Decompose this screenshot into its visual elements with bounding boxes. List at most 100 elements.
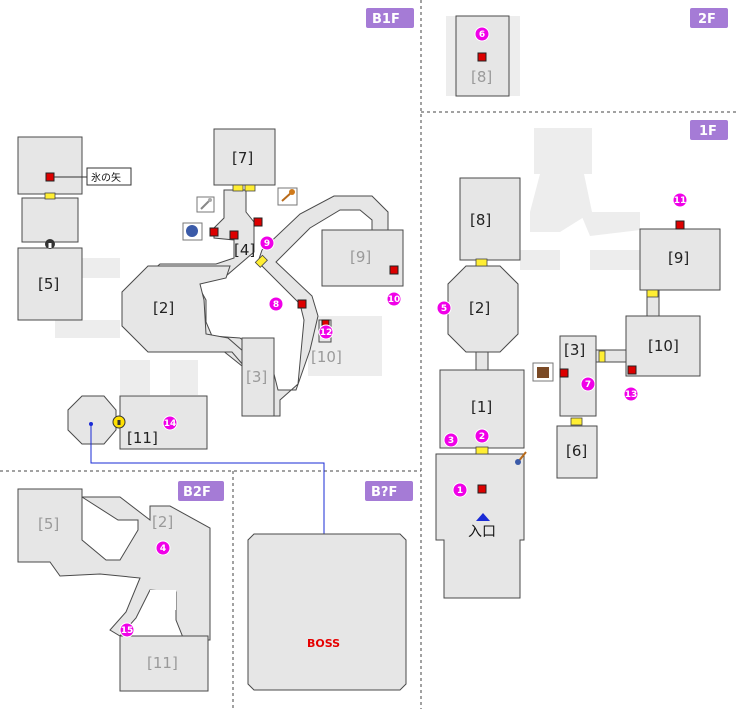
floor-tag-2f: 2F — [690, 8, 728, 28]
b1f-lock-icon-a — [45, 239, 55, 249]
orb-icon — [182, 222, 203, 241]
key-item-icon — [277, 187, 298, 206]
marker-5: 5 — [436, 300, 452, 316]
b2f-label-2: [2] — [152, 513, 173, 531]
f1-chest-1 — [477, 484, 487, 494]
boss-route-start — [89, 422, 93, 426]
b2f-label-11: [11] — [147, 654, 178, 672]
svg-text:4: 4 — [160, 544, 166, 554]
floor-tag-b2f: B2F — [178, 481, 224, 501]
b1f-label-11: [11] — [127, 429, 158, 447]
f1-chest-11 — [675, 220, 685, 230]
marker-3: 3 — [443, 432, 459, 448]
svg-text:7: 7 — [585, 380, 591, 390]
marker-12: 12 — [318, 324, 334, 340]
marker-15: 15 — [119, 622, 135, 638]
floor-tag-b1f: B1F — [366, 8, 414, 28]
b1f-room-top-left — [17, 136, 83, 195]
marker-10: 10 — [386, 291, 402, 307]
bag-icon — [532, 362, 554, 382]
svg-text:15: 15 — [121, 626, 134, 636]
f1-faint-underlay — [520, 128, 640, 270]
b2f-corridor — [17, 488, 211, 641]
svg-text:B1F: B1F — [372, 12, 400, 27]
b1f-item-label-box — [86, 167, 132, 186]
b1f-label-5: [5] — [38, 275, 59, 293]
b1f-item-label: 氷の矢 — [91, 171, 121, 184]
f1-chest-3 — [559, 368, 569, 378]
svg-text:11: 11 — [674, 196, 687, 206]
wand-icon — [196, 196, 215, 213]
b1f-chest-c — [253, 217, 263, 227]
b1f-chest-10 — [389, 265, 399, 275]
b1f-room-octagon — [67, 395, 117, 445]
f1-chest-13 — [627, 365, 637, 375]
marker-14: 14 — [162, 415, 178, 431]
svg-text:13: 13 — [625, 390, 638, 400]
b1f-label-7: [7] — [232, 149, 253, 167]
f1-passage-2-1 — [475, 351, 489, 371]
marker-11: 11 — [672, 192, 688, 208]
b1f-label-9: [9] — [350, 248, 371, 266]
b1f-label-3: [3] — [246, 368, 267, 386]
f1-room-2 — [447, 265, 519, 353]
svg-text:12: 12 — [320, 328, 333, 338]
f1-door-9-10 — [646, 289, 659, 298]
svg-text:9: 9 — [264, 239, 270, 249]
svg-text:10: 10 — [388, 295, 401, 305]
floor-tag-bqf: B?F — [365, 481, 413, 501]
f1-room-9 — [639, 228, 721, 291]
b1f-room-3 — [241, 337, 275, 417]
b1f-door-a — [44, 192, 56, 200]
svg-text:5: 5 — [441, 304, 447, 314]
brush-icon — [515, 451, 527, 465]
marker-2: 2 — [474, 428, 490, 444]
b1f-room-mid-left — [21, 197, 79, 243]
marker-9: 9 — [259, 235, 275, 251]
f1-entrance-label: 入口 — [468, 524, 496, 540]
entrance-arrow-icon — [476, 513, 490, 521]
b1f-label-2: [2] — [153, 299, 174, 317]
marker-7: 7 — [580, 376, 596, 392]
marker-1: 1 — [452, 482, 468, 498]
f1-label-3: [3] — [564, 341, 585, 359]
svg-text:2: 2 — [479, 432, 485, 442]
marker-6: 6 — [474, 26, 490, 42]
b2f-inner-void-b — [150, 590, 176, 610]
b1f-chest-8 — [297, 299, 307, 309]
svg-text:14: 14 — [164, 419, 177, 429]
b1f-label-4: [4] — [234, 241, 255, 259]
svg-text:8: 8 — [273, 300, 279, 310]
marker-8: 8 — [268, 296, 284, 312]
b2f-label-5: [5] — [38, 515, 59, 533]
b1f-key-lock-icon — [112, 415, 126, 429]
b2f-inner-void-a — [81, 496, 139, 561]
b1f-label-10: [10] — [311, 348, 342, 366]
f1-label-10: [10] — [648, 337, 679, 355]
f1-room-10 — [625, 315, 701, 377]
svg-text:1: 1 — [457, 486, 463, 496]
b1f-chest-b — [229, 230, 239, 240]
svg-text:B?F: B?F — [371, 485, 397, 500]
b1f-door-d — [254, 254, 268, 268]
f1-label-1: [1] — [471, 398, 492, 416]
boss-label: BOSS — [307, 637, 340, 650]
svg-text:6: 6 — [479, 30, 485, 40]
f1-door-1-entrance — [475, 446, 489, 455]
b1f-room-9 — [321, 229, 404, 287]
svg-text:1F: 1F — [699, 124, 717, 139]
marker-13: 13 — [623, 386, 639, 402]
f1-label-6: [6] — [566, 442, 587, 460]
f2-chest-6 — [477, 52, 487, 62]
f1-door-3-10 — [598, 350, 606, 363]
f1-room-8 — [459, 177, 521, 261]
b1f-chest-ice-arrow — [45, 172, 55, 182]
f1-door-3-6 — [570, 417, 583, 426]
f1-label-9: [9] — [668, 249, 689, 267]
marker-4: 4 — [155, 540, 171, 556]
f1-label-8: [8] — [470, 211, 491, 229]
b1f-room-5 — [17, 247, 83, 321]
svg-text:B2F: B2F — [183, 485, 211, 500]
f1-label-2: [2] — [469, 299, 490, 317]
